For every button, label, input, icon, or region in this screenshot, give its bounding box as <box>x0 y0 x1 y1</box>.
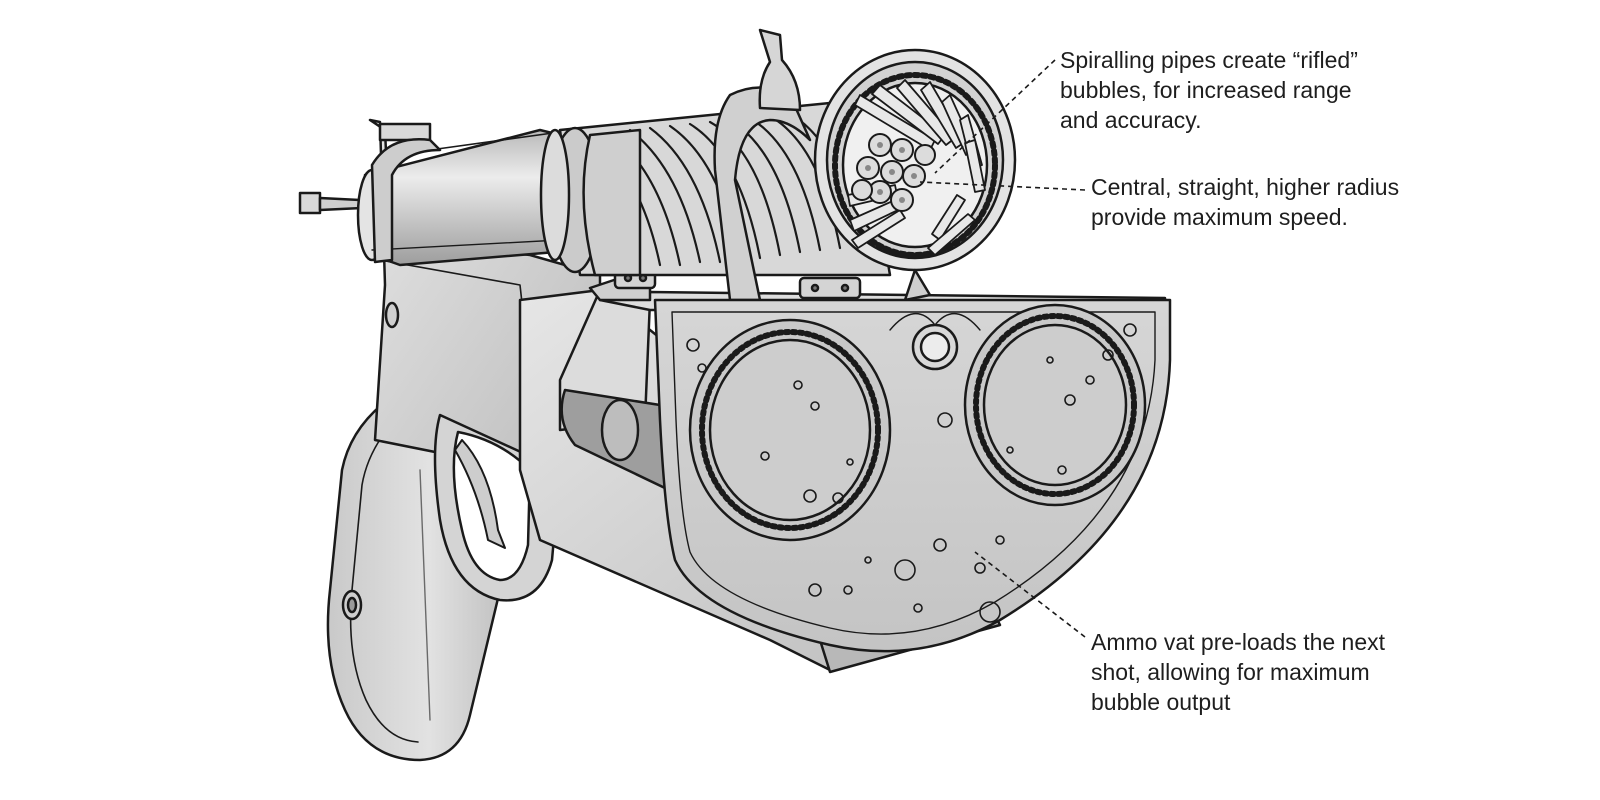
frame-pin-icon <box>384 301 400 329</box>
callout-1-line-2: bubbles, for increased range <box>1060 77 1352 103</box>
callout-3-line-1: Ammo vat pre-loads the next <box>1091 629 1386 655</box>
callout-ammo-vat: Ammo vat pre-loads the next shot, allowi… <box>1091 627 1385 717</box>
callout-central-pipes: Central, straight, higher radius provide… <box>1091 172 1399 232</box>
callout-3-line-3: bubble output <box>1091 689 1231 715</box>
callout-2-line-1: Central, straight, higher radius <box>1091 174 1400 200</box>
barrel-bracket <box>370 138 442 264</box>
leader-line-1 <box>934 59 1056 174</box>
muzzle <box>813 48 1017 302</box>
callout-1-line-3: and accuracy. <box>1060 107 1202 133</box>
bubbles <box>686 323 1137 623</box>
ammo-vat <box>653 298 1172 653</box>
leader-lines <box>919 59 1086 638</box>
callout-2-line-2: provide maximum speed. <box>1091 204 1348 230</box>
trigger <box>454 439 506 549</box>
top-fin <box>758 28 802 112</box>
muzzle-gear-ring <box>832 72 998 258</box>
barrel <box>356 128 582 267</box>
leader-line-2 <box>919 181 1086 191</box>
callout-3-line-2: shot, allowing for maximum <box>1091 659 1370 685</box>
callout-1-line-1: Spiralling pipes create “rifled” <box>1060 47 1358 73</box>
rear-sight <box>378 122 432 142</box>
callout-rifled-pipes: Spiralling pipes create “rifled” bubbles… <box>1060 45 1358 135</box>
spiral-pipes <box>539 28 892 302</box>
